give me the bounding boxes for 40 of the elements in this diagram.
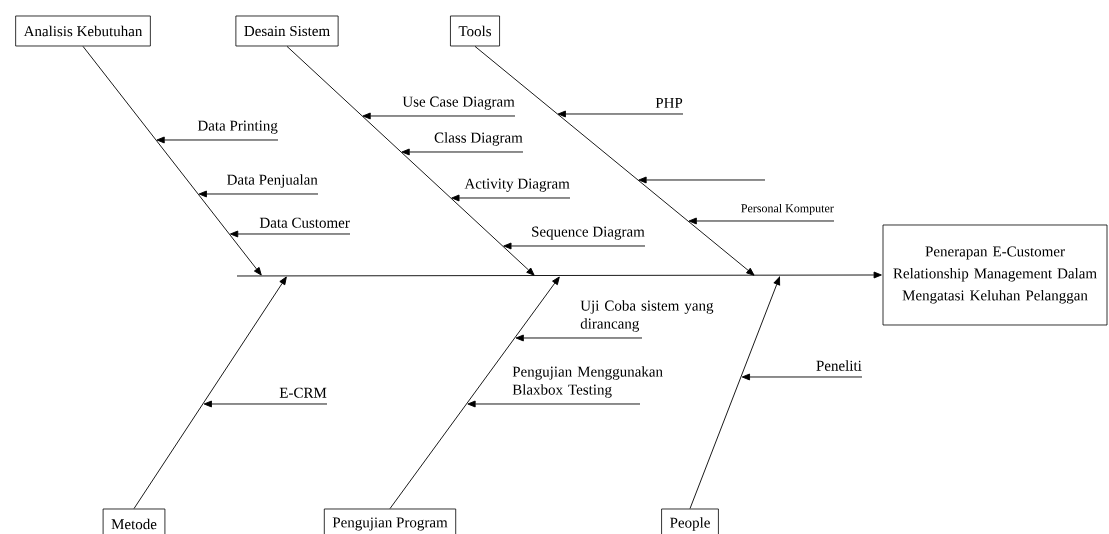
bone-arrow [286,45,535,276]
cause-label: Data Penjualan [227,174,318,188]
spine-arrow [236,271,882,279]
effect-box: Penerapan E-Customer Relationship Management Dalam Mengatasi Keluhan Pelanggan [882,224,1108,326]
cause-label: E-CRM [279,387,327,398]
cause-arrow [362,112,516,120]
cause-arrow [156,136,279,144]
category-box: Desain Sistem [235,15,339,47]
bone-arrow [133,276,287,510]
cause-label: Use Case Diagram [402,96,515,110]
cause-arrow [741,373,863,381]
cause-arrow [688,217,835,225]
cause-label: Data Printing [197,120,278,134]
cause-arrow [230,230,351,238]
cause-arrow [467,400,641,408]
cause-label: Class Diagram [434,132,523,146]
cause-arrow [515,334,643,342]
cause-arrow [503,242,646,250]
cause-arrow [198,190,319,198]
bone-arrow [389,276,560,510]
category-box: Analisis Kebutuhan [15,15,151,47]
cause-label: Activity Diagram [464,178,570,192]
category-box: People [661,508,719,534]
bone-arrow [474,45,755,276]
category-box: Pengujian Program [323,508,457,534]
bone-arrow [82,45,262,276]
cause-label: Data Customer [259,217,350,228]
bone-arrow [689,276,781,510]
cause-label: Pengujian Menggunakan Blaxbox Testing [512,366,663,398]
cause-arrow [401,148,524,156]
cause-label: Personal Komputer [741,203,834,215]
cause-label: PHP [655,97,683,108]
cause-label: Sequence Diagram [532,226,645,240]
cause-arrow [203,400,328,408]
cause-label: Uji Coba sistem yang dirancang [580,300,714,332]
cause-arrow [557,110,684,118]
cause-arrow [451,194,571,202]
cause-label: Peneliti [816,360,862,371]
category-box: Tools [450,15,500,47]
category-box: Metode [102,508,166,534]
